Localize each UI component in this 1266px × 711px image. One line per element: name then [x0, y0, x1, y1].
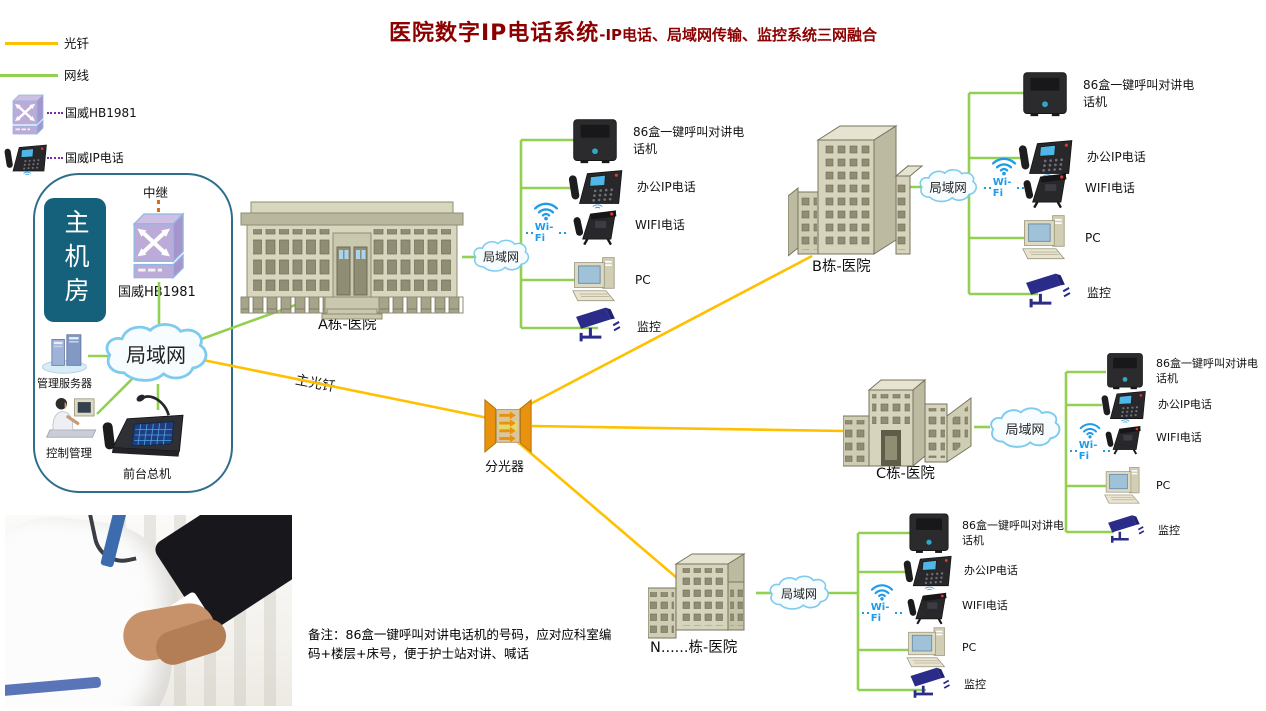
- main-room-badge-label: 主机房: [61, 209, 90, 311]
- wifi-icon: [1078, 420, 1102, 439]
- device-office-phone: 办公IP电话: [902, 550, 1076, 592]
- control-label: 控制管理: [46, 446, 92, 460]
- lan-cloud-b: 局域网: [916, 163, 980, 209]
- server-label: 管理服务器: [37, 377, 92, 390]
- legend-phone-connector: [47, 157, 63, 159]
- lan-cloud-c: 局域网: [986, 403, 1064, 453]
- camera-icon: [571, 304, 625, 350]
- building-b-label: B栋-医院: [812, 259, 871, 275]
- device-pc: PC: [904, 626, 1074, 670]
- building-b: [788, 125, 924, 257]
- main-switch-icon: [126, 208, 188, 282]
- legend-ethernet-label: 网线: [64, 68, 90, 83]
- device-office-phone: 办公IP电话: [567, 164, 757, 210]
- wifi-link: Wi-Fi: [860, 581, 904, 624]
- title-sub: -IP电话、局域网传输、监控系统三网融合: [599, 26, 878, 44]
- wifi-phone-icon: [1102, 420, 1146, 456]
- camera-icon: [1021, 270, 1075, 316]
- splitter-label: 分光器: [485, 460, 525, 475]
- legend-switch-connector: [47, 112, 63, 114]
- office-phone-icon: [1100, 386, 1148, 424]
- title-main: 医院数字IP电话系统: [388, 21, 600, 46]
- intercom-icon: [1104, 352, 1146, 390]
- legend-switch-label: 国威HB1981: [65, 106, 137, 120]
- device-wifi-phone: WIFI电话: [1102, 420, 1266, 456]
- legend-fiber-line: [5, 42, 58, 45]
- trunk-dashed-line: [157, 200, 160, 212]
- wifi-link: Wi-Fi: [524, 199, 568, 244]
- camera-icon: [906, 664, 954, 706]
- splitter-icon: [481, 395, 535, 455]
- legend-ethernet-line: [0, 74, 58, 77]
- console-phone-icon: [102, 388, 192, 464]
- wifi-link: Wi-Fi: [1068, 420, 1112, 462]
- lan-cloud-a: 局域网: [470, 231, 532, 281]
- intercom-icon: [569, 118, 621, 164]
- device-intercom: 86盒一键呼叫对讲电话机: [569, 118, 753, 164]
- device-intercom: 86盒一键呼叫对讲电话机: [1019, 71, 1203, 117]
- device-camera: 监控: [906, 664, 1076, 706]
- device-camera: 监控: [1104, 512, 1266, 550]
- wifi-phone-icon: [569, 203, 623, 247]
- main-room-badge: 主机房: [44, 198, 106, 322]
- building-n: [648, 553, 746, 639]
- pc-icon: [569, 256, 623, 304]
- device-camera: 监控: [571, 304, 757, 350]
- wifi-link: Wi-Fi: [982, 154, 1026, 199]
- wifi-icon: [869, 581, 895, 601]
- page-title: 医院数字IP电话系统-IP电话、局域网传输、监控系统三网融合: [389, 15, 877, 47]
- building-c-label: C栋-医院: [876, 466, 935, 482]
- handshake-photo: [5, 515, 292, 706]
- lan-cloud-a-label: 局域网: [482, 249, 519, 264]
- fiber-lines: [202, 254, 846, 585]
- lan-cloud-n: 局域网: [766, 569, 832, 617]
- device-wifi-phone: WIFI电话: [1019, 166, 1205, 210]
- intercom-icon: [1019, 71, 1071, 117]
- device-wifi-phone: WIFI电话: [569, 203, 755, 247]
- device-pc: PC: [1102, 466, 1266, 506]
- device-wifi-phone: WIFI电话: [904, 586, 1074, 626]
- wifi-icon: [532, 199, 560, 221]
- control-operator-icon: [45, 391, 99, 441]
- intercom-icon: [906, 512, 952, 554]
- lan-cloud-main: 局域网: [98, 320, 214, 386]
- pc-icon: [1102, 466, 1146, 506]
- device-intercom: 86盒一键呼叫对讲电话机: [906, 512, 1074, 554]
- lan-cloud-main-label: 局域网: [126, 342, 186, 367]
- lan-cloud-c-label: 局域网: [1005, 422, 1045, 438]
- pc-icon: [1019, 214, 1073, 262]
- trunk-label: 中继: [143, 185, 169, 200]
- wifi-icon: [990, 154, 1018, 176]
- camera-icon: [1104, 512, 1148, 550]
- legend-fiber-label: 光钎: [64, 36, 90, 51]
- device-intercom: 86盒一键呼叫对讲电话机: [1104, 352, 1266, 390]
- wifi-phone-icon: [904, 586, 952, 626]
- lan-cloud-n-label: 局域网: [780, 586, 817, 601]
- console-label: 前台总机: [123, 467, 172, 481]
- server-icon: [40, 330, 92, 374]
- building-a: [240, 201, 464, 320]
- main-room-box: [33, 173, 233, 493]
- device-office-phone: 办公IP电话: [1100, 386, 1266, 424]
- legend-phone-label: 国威IP电话: [65, 151, 124, 165]
- main-switch-label: 国威HB1981: [118, 285, 196, 300]
- device-office-phone: 办公IP电话: [1017, 134, 1207, 180]
- note-text: 备注：86盒一键呼叫对讲电话机的号码，应对应科室编码+楼层+床号，便于护士站对讲…: [308, 627, 612, 661]
- device-pc: PC: [569, 256, 755, 304]
- wifi-phone-icon: [1019, 166, 1073, 210]
- building-n-label: N......栋-医院: [650, 640, 738, 656]
- device-camera: 监控: [1021, 270, 1207, 316]
- device-pc: PC: [1019, 214, 1205, 262]
- lan-cloud-b-label: 局域网: [929, 179, 967, 195]
- building-c: [843, 378, 972, 468]
- building-a-label: A栋-医院: [318, 317, 377, 333]
